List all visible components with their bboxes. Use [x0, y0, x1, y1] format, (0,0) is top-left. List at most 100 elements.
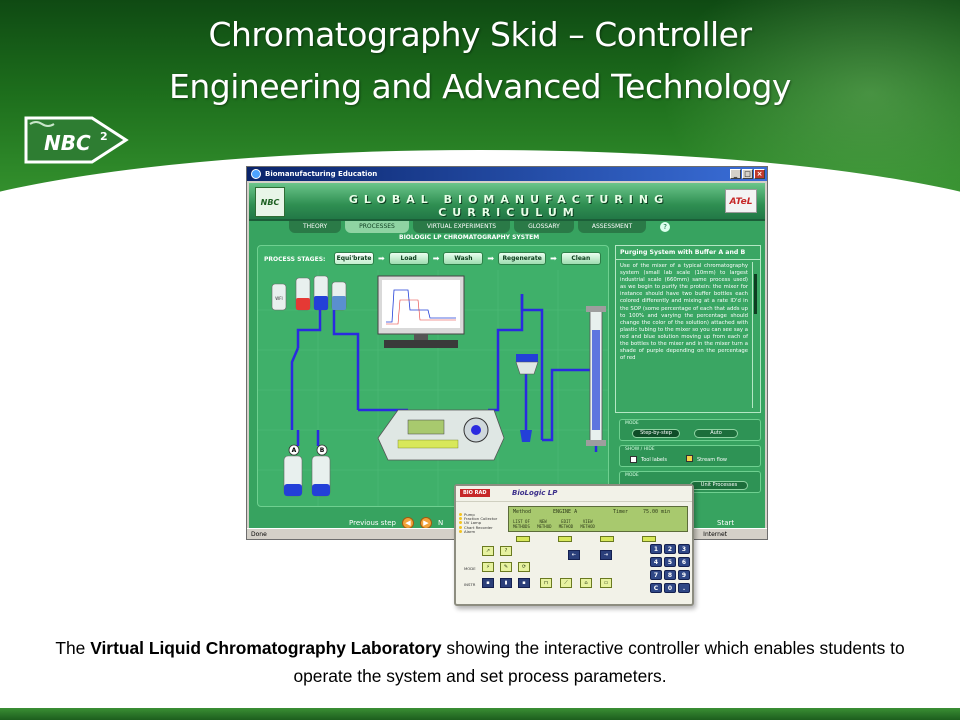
key-4[interactable]: 4 [650, 557, 662, 567]
mode-caption: MODE [625, 421, 639, 426]
valve-b-icon [316, 444, 328, 456]
instr-key-5[interactable]: ⟋ [560, 578, 572, 588]
help-key[interactable]: ? [500, 546, 512, 556]
scrollbar-thumb[interactable] [754, 274, 757, 314]
instr-key-7[interactable]: ▭ [600, 578, 612, 588]
soft-key-1[interactable] [516, 536, 530, 542]
lcd-menu: LIST OF NEW EDIT VIEW METHODS METHOD MET… [513, 519, 595, 529]
arrow-left-key[interactable]: ⇤ [568, 550, 580, 560]
status-item: Pump [459, 511, 497, 517]
start-label[interactable]: Start [717, 519, 735, 527]
stage-load-button[interactable]: Load [388, 252, 429, 265]
instr-key-1[interactable]: ▪ [482, 578, 494, 588]
instr-key-2[interactable]: ▮ [500, 578, 512, 588]
status-item-label: Fraction Collector [464, 516, 498, 522]
buffer-bottles-bottom [283, 455, 331, 497]
process-stages-label: PROCESS STAGES: [264, 256, 326, 263]
key-6[interactable]: 6 [678, 557, 690, 567]
status-item-label: Chart Recorder [464, 524, 493, 530]
key-0[interactable]: 0 [664, 583, 676, 593]
virtual-lab-app: NBC GLOBAL BIOMANUFACTURING CURRICULUM A… [249, 183, 765, 528]
description-title: Purging System with Buffer A and B [616, 246, 760, 260]
process-stages: Equi'brate ➡ Load ➡ Wash ➡ Regenerate ➡ … [334, 252, 601, 265]
valve-b-label: B [320, 447, 325, 454]
instr-key-4[interactable]: ⊓ [540, 578, 552, 588]
uv-detector [515, 354, 539, 442]
arrow-right-icon: ➡ [432, 254, 440, 263]
tab-processes[interactable]: PROCESSES [345, 221, 409, 233]
show-hide-box: SHOW / HIDE Tool labels Stream flow [619, 445, 761, 467]
key-2[interactable]: 2 [664, 544, 676, 554]
status-item: UV Lamp [459, 520, 497, 526]
stage-wash-button[interactable]: Wash [443, 252, 484, 265]
status-item: Alarm [459, 529, 497, 535]
key-clear[interactable]: C [650, 583, 662, 593]
key-1[interactable]: 1 [650, 544, 662, 554]
mode-key-1[interactable]: ↗ [482, 546, 494, 556]
soft-key-4[interactable] [642, 536, 656, 542]
lcd-method-label: Method [513, 509, 532, 515]
soft-key-2[interactable] [558, 536, 572, 542]
status-item: Chart Recorder [459, 524, 497, 530]
status-item-label: Alarm [464, 529, 476, 535]
key-7[interactable]: 7 [650, 570, 662, 580]
status-led-icon [459, 517, 462, 521]
mode-key-4[interactable]: ⟳ [518, 562, 530, 572]
show-hide-caption: SHOW / HIDE [625, 447, 655, 452]
next-arrow-icon[interactable]: ▶ [419, 517, 432, 528]
soft-key-3[interactable] [600, 536, 614, 542]
valve-a-label: A [292, 447, 297, 454]
close-button[interactable]: × [754, 169, 765, 179]
tool-labels-checkbox[interactable] [630, 456, 637, 463]
slide-footer-bar [0, 708, 960, 720]
lcd-timer-label: Timer [613, 509, 629, 515]
tab-assessment[interactable]: ASSESSMENT [577, 221, 647, 233]
app-logo-atel: ATeL [725, 189, 757, 213]
caption-prefix: The [55, 638, 91, 658]
browser-icon [251, 169, 261, 179]
instr-key-6[interactable]: ⌂ [580, 578, 592, 588]
controller-status-list: Pump Fraction Collector UV Lamp Chart Re… [459, 512, 497, 534]
biologic-controller: BIO RAD BioLogic LP Pump Fraction Collec… [454, 484, 694, 606]
step-by-step-button[interactable]: Step-by-step [632, 429, 680, 438]
previous-step-label[interactable]: Previous step [349, 519, 396, 527]
next-step-label[interactable]: N [437, 519, 444, 527]
auto-button[interactable]: Auto [694, 429, 738, 438]
mode-key-3[interactable]: ✎ [500, 562, 512, 572]
tab-theory[interactable]: THEORY [289, 221, 342, 233]
minimize-button[interactable]: _ [730, 169, 741, 179]
app-nav: THEORY PROCESSES VIRTUAL EXPERIMENTS GLO… [289, 221, 671, 233]
status-item-label: Pump [464, 511, 475, 517]
tool-labels-label: Tool labels [641, 457, 667, 463]
stage-equilibrate-button[interactable]: Equi'brate [334, 252, 374, 265]
status-item: Fraction Collector [459, 516, 498, 522]
help-icon[interactable]: ? [660, 222, 671, 232]
stage-clean-button[interactable]: Clean [560, 252, 601, 265]
description-scrollbar[interactable] [752, 262, 758, 408]
chromatography-pump [377, 409, 505, 461]
status-done: Done [251, 531, 267, 538]
key-9[interactable]: 9 [678, 570, 690, 580]
window-title: Biomanufacturing Education [265, 170, 378, 178]
instr-key-3[interactable]: ▪ [518, 578, 530, 588]
tab-glossary[interactable]: GLOSSARY [514, 221, 574, 233]
nbc-logo: NBC 2 [24, 116, 129, 164]
slide-title-line1: Chromatography Skid – Controller [208, 15, 752, 54]
previous-arrow-icon[interactable]: ◀ [401, 517, 414, 528]
stream-flow-checkbox[interactable] [686, 455, 693, 462]
mode-key-2[interactable]: ⚡ [482, 562, 494, 572]
key-8[interactable]: 8 [664, 570, 676, 580]
system-title: BIOLOGIC LP CHROMATOGRAPHY SYSTEM [399, 234, 540, 241]
key-5[interactable]: 5 [664, 557, 676, 567]
maximize-button[interactable]: □ [742, 169, 753, 179]
unit-processes-button[interactable]: Unit Processes [690, 481, 748, 490]
stage-regenerate-button[interactable]: Regenerate [498, 252, 547, 265]
bio-rad-logo: BIO RAD [460, 489, 490, 497]
arrow-right-key[interactable]: ⇥ [600, 550, 612, 560]
key-decimal[interactable]: . [678, 583, 690, 593]
key-3[interactable]: 3 [678, 544, 690, 554]
process-panel: PROCESS STAGES: Equi'brate ➡ Load ➡ Wash… [257, 245, 609, 507]
description-panel: Purging System with Buffer A and B Use o… [615, 245, 761, 413]
tab-virtual-experiments[interactable]: VIRTUAL EXPERIMENTS [412, 221, 511, 233]
status-item-label: UV Lamp [464, 520, 482, 526]
